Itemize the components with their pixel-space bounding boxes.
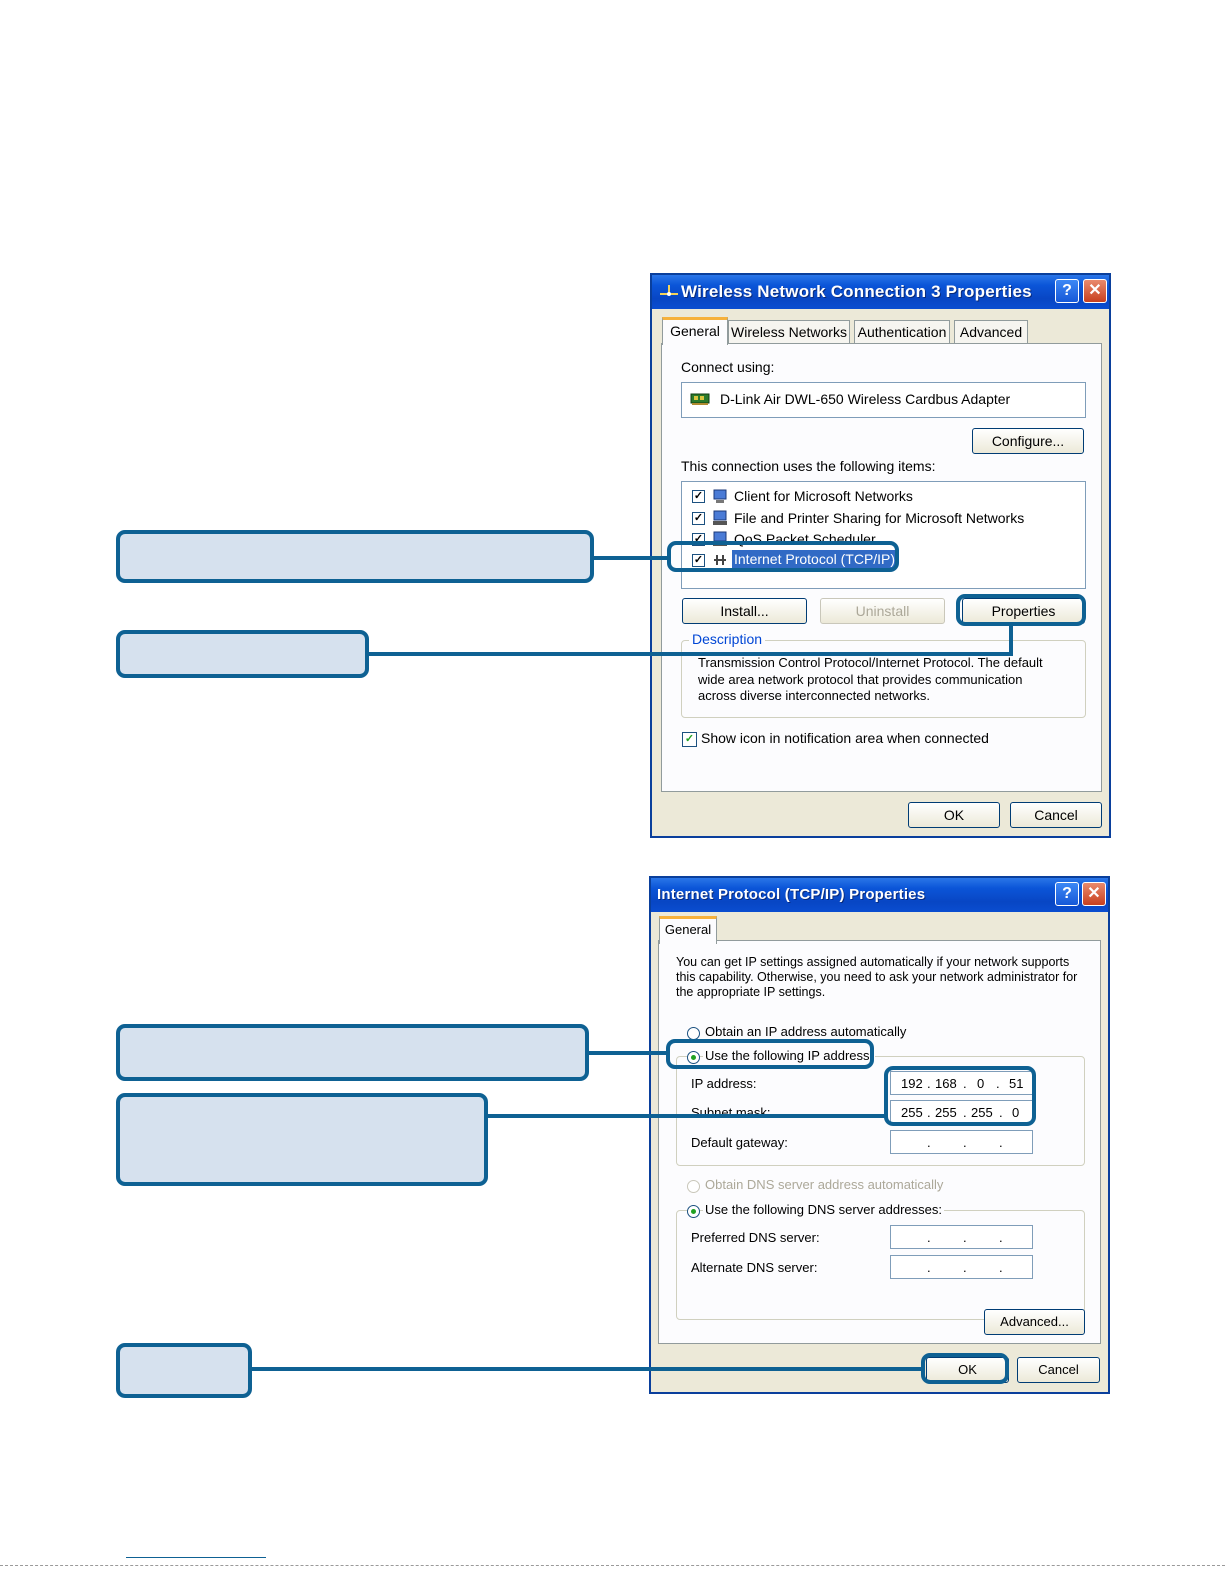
close-button[interactable]: ✕ [1083, 279, 1107, 303]
use-following-dns-radio[interactable] [687, 1205, 700, 1218]
window-title: Internet Protocol (TCP/IP) Properties [657, 886, 926, 903]
adapter-field: D-Link Air DWL-650 Wireless Cardbus Adap… [681, 382, 1086, 418]
obtain-ip-auto-label: Obtain an IP address automatically [705, 1024, 907, 1039]
use-following-ip-radio[interactable] [687, 1051, 700, 1064]
ip-settings-group [676, 1056, 1085, 1166]
highlight-properties-button [956, 594, 1086, 626]
advanced-button[interactable]: Advanced... [984, 1309, 1085, 1335]
callout-click-properties [116, 630, 369, 678]
title-bar[interactable]: Wireless Network Connection 3 Properties… [652, 275, 1109, 309]
use-following-ip-label: Use the following IP address: [703, 1048, 876, 1063]
adapter-name: D-Link Air DWL-650 Wireless Cardbus Adap… [720, 391, 1011, 407]
network-client-icon [713, 489, 727, 503]
list-item-selected[interactable]: ✓ Internet Protocol (TCP/IP) [682, 550, 1082, 570]
default-gateway-label: Default gateway: [691, 1135, 788, 1150]
ok-button[interactable]: OK [926, 1357, 1009, 1383]
obtain-dns-auto-radio [687, 1180, 700, 1193]
list-item-label: Internet Protocol (TCP/IP) [732, 550, 898, 568]
alternate-dns-label: Alternate DNS server: [691, 1260, 818, 1275]
description-line-2: wide area network protocol that provides… [698, 672, 1023, 687]
show-icon-label: Show icon in notification area when conn… [701, 730, 989, 746]
tcpip-properties-window: Internet Protocol (TCP/IP) Properties ? … [649, 876, 1110, 1394]
callout-click-ok [116, 1343, 252, 1398]
default-gateway-field[interactable]: . . . [890, 1130, 1033, 1154]
list-item-label: Client for Microsoft Networks [734, 488, 913, 504]
connector-tcpip [592, 556, 668, 560]
preferred-dns-field[interactable]: . . . [890, 1225, 1033, 1249]
intro-line-3: the appropriate IP settings. [676, 985, 826, 999]
help-button[interactable]: ? [1055, 279, 1079, 303]
list-item[interactable]: ✓ Client for Microsoft Networks [682, 486, 1082, 506]
intro-line-1: You can get IP settings assigned automat… [676, 955, 1070, 969]
uninstall-button: Uninstall [820, 598, 945, 624]
highlight-use-following-ip [666, 1039, 874, 1069]
callout-use-following-ip [116, 1024, 589, 1081]
callout-ip-subnet [116, 1093, 488, 1186]
ip-address-field[interactable]: 192 . 168 . 0 . 51 [890, 1071, 1033, 1095]
components-list[interactable]: ✓ Client for Microsoft Networks ✓ File a… [681, 481, 1086, 589]
tab-wireless-networks[interactable]: Wireless Networks [728, 320, 850, 344]
checkbox[interactable]: ✓ [692, 490, 705, 503]
preferred-dns-label: Preferred DNS server: [691, 1230, 820, 1245]
intro-line-2: this capability. Otherwise, you need to … [676, 970, 1078, 984]
connector-use-following-ip [587, 1051, 667, 1055]
show-icon-checkbox[interactable]: ✓ [682, 732, 697, 747]
tab-general[interactable]: General [662, 317, 728, 345]
network-card-icon [690, 393, 710, 405]
window-title: Wireless Network Connection 3 Properties [681, 282, 1032, 301]
footer-dotted-rule [0, 1565, 1225, 1566]
connect-using-label: Connect using: [681, 359, 775, 375]
install-button[interactable]: Install... [682, 598, 807, 624]
ip-address-label: IP address: [691, 1076, 757, 1091]
connector-ip-subnet [486, 1114, 885, 1118]
highlight-ip-subnet-fields [884, 1066, 1036, 1126]
title-bar[interactable]: Internet Protocol (TCP/IP) Properties ? … [651, 878, 1108, 912]
connector-properties-vertical [1009, 625, 1013, 656]
tab-advanced[interactable]: Advanced [954, 320, 1028, 344]
footer-rule [126, 1557, 266, 1558]
alternate-dns-field[interactable]: . . . [890, 1255, 1033, 1279]
configure-button[interactable]: Configure... [972, 428, 1084, 454]
tab-authentication[interactable]: Authentication [854, 320, 950, 344]
list-item-label: File and Printer Sharing for Microsoft N… [734, 510, 1025, 526]
help-button[interactable]: ? [1055, 882, 1079, 906]
tab-general[interactable]: General [659, 916, 717, 944]
cancel-button[interactable]: Cancel [1017, 1357, 1100, 1383]
network-connection-icon [660, 285, 678, 296]
list-item[interactable]: ✓ File and Printer Sharing for Microsoft… [682, 508, 1082, 528]
obtain-dns-auto-label: Obtain DNS server address automatically [705, 1177, 944, 1192]
callout-select-tcpip [116, 530, 594, 583]
use-following-dns-label: Use the following DNS server addresses: [703, 1202, 944, 1217]
connector-ok [250, 1367, 922, 1371]
description-label: Description [689, 631, 766, 647]
general-panel: You can get IP settings assigned automat… [658, 940, 1101, 1344]
file-sharing-icon [713, 510, 727, 525]
description-line-3: across diverse interconnected networks. [698, 688, 930, 703]
subnet-mask-field[interactable]: 255 . 255 . 255 . 0 [890, 1100, 1033, 1124]
description-line-1: Transmission Control Protocol/Internet P… [698, 655, 1043, 670]
highlight-ok-button [921, 1353, 1009, 1384]
connector-properties-horizontal [367, 652, 1013, 656]
cancel-button[interactable]: Cancel [1010, 802, 1102, 828]
items-label: This connection uses the following items… [681, 458, 936, 474]
ok-button[interactable]: OK [908, 802, 1000, 828]
close-button[interactable]: ✕ [1082, 882, 1106, 906]
highlight-tcpip-item [667, 541, 899, 572]
description-group [681, 640, 1086, 718]
protocol-icon [714, 555, 726, 565]
checkbox[interactable]: ✓ [692, 554, 705, 567]
checkbox[interactable]: ✓ [692, 512, 705, 525]
